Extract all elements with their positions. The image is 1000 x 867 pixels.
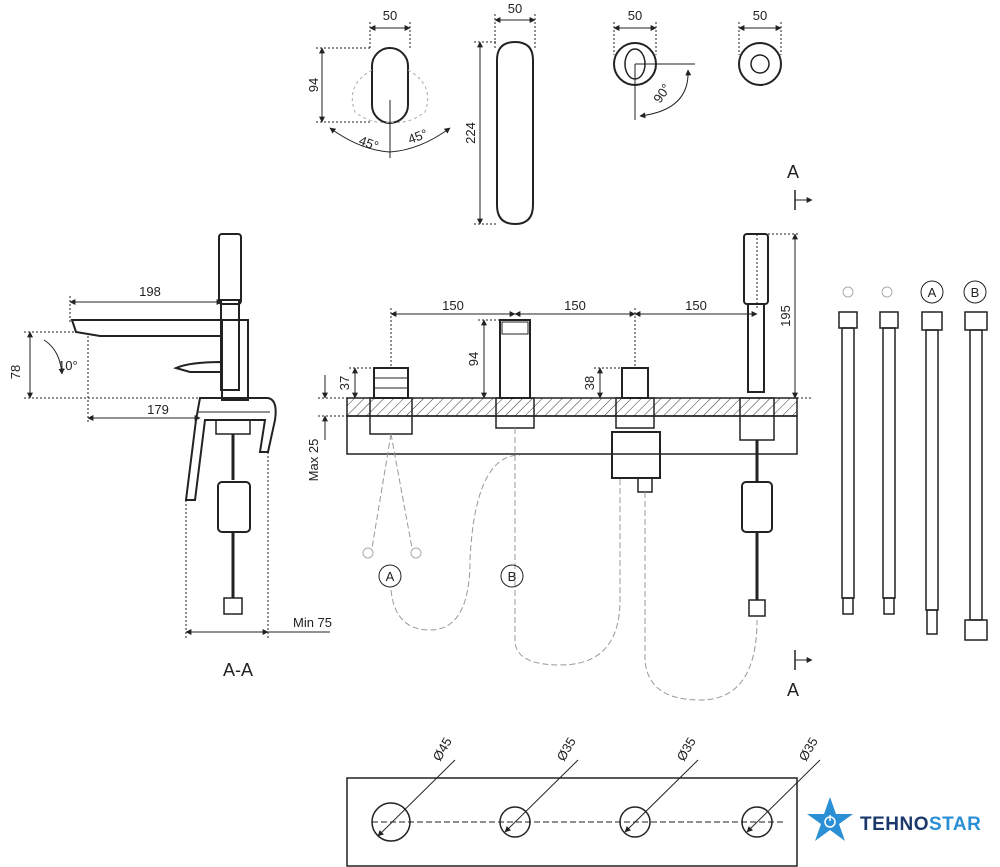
hose-b-label: B <box>971 285 980 300</box>
hole-2-diameter: Ø35 <box>554 735 579 764</box>
front-labels: 150 150 150 37 94 38 195 Max 25 A A A B <box>306 162 799 700</box>
hose-labels: A B <box>928 285 980 300</box>
hole-1-diameter: Ø45 <box>430 735 455 764</box>
deck-plate-labels: Ø45 Ø35 Ø35 Ø35 <box>430 735 821 764</box>
brand-part-2: STAR <box>929 814 981 835</box>
lever-angle-left-label: 45° <box>357 133 381 154</box>
spout-top-view <box>474 14 536 226</box>
min-clearance-label: Min 75 <box>293 615 332 630</box>
spacing-2-label: 150 <box>564 298 586 313</box>
spout-front-height-label: 94 <box>466 352 481 366</box>
max-deck-label: Max 25 <box>306 439 321 482</box>
lever-front-height-label: 37 <box>337 376 352 390</box>
hole-3-diameter: Ø35 <box>674 735 699 764</box>
brand-logo[interactable]: TEHNOSTAR <box>807 797 981 841</box>
deck-reach-label: 179 <box>147 402 169 417</box>
spout-width-label: 50 <box>508 1 522 16</box>
hoses-view <box>838 280 988 641</box>
hose-a-label: A <box>928 285 937 300</box>
lever-width-label: 50 <box>383 8 397 23</box>
top-view-labels: 50 50 50 50 94 45° 45° 224 90° <box>306 1 767 154</box>
knob-angle-label: 90° <box>650 81 674 106</box>
diverter-width-label: 50 <box>628 8 642 23</box>
holder-width-label: 50 <box>753 8 767 23</box>
angle-label: 10° <box>58 358 78 373</box>
spacing-3-label: 150 <box>685 298 707 313</box>
spout-length-label: 224 <box>463 122 478 144</box>
section-mark-top: A <box>787 162 799 182</box>
section-labels: 198 78 10° 179 Min 75 A-A <box>8 284 332 680</box>
deck-plate-view <box>346 759 821 867</box>
reach-label: 198 <box>139 284 161 299</box>
brand-part-1: TEHNO <box>860 814 929 835</box>
lever-angle-right-label: 45° <box>406 126 430 147</box>
section-view <box>24 233 330 638</box>
height-label: 78 <box>8 365 23 379</box>
hose-a-front-label: A <box>386 569 395 584</box>
lever-height-label: 94 <box>306 78 321 92</box>
shower-front-height-label: 195 <box>778 305 793 327</box>
diverter-front-height-label: 38 <box>582 376 597 390</box>
diverter-top-view <box>613 22 695 120</box>
spacing-1-label: 150 <box>442 298 464 313</box>
front-view <box>318 190 813 701</box>
hole-4-diameter: Ø35 <box>796 735 821 764</box>
section-mark-bottom: A <box>787 680 799 700</box>
hose-b-front-label: B <box>508 569 517 584</box>
lever-top-view <box>316 22 451 158</box>
section-title: A-A <box>223 660 253 680</box>
brand-name: TEHNOSTAR <box>860 814 981 835</box>
shower-holder-top-view <box>738 22 782 86</box>
